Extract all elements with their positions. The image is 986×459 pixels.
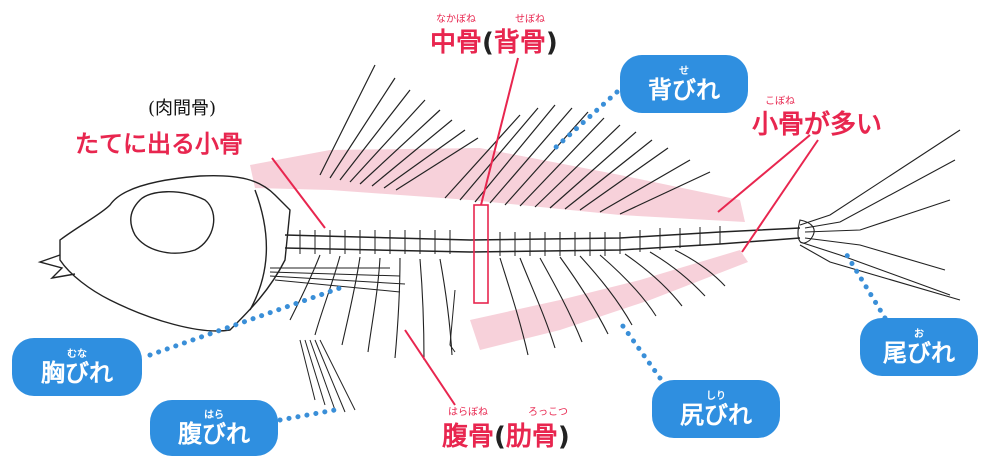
rokkotsu-text: 肋骨	[506, 422, 558, 452]
pectoral-fin-pill: むな 胸びれ	[12, 338, 142, 396]
pelvic-fin-pill: はら 腹びれ	[150, 400, 278, 456]
open-paren-2: (	[494, 422, 506, 452]
caudal-fin-pill: お 尾びれ	[860, 318, 978, 376]
rib-bones	[290, 250, 725, 360]
kobone-ooi-label: 小骨が多い	[752, 104, 882, 141]
open-paren: (	[482, 28, 494, 58]
harabone-label: 腹骨(肋骨)	[442, 416, 570, 453]
close-paren-2: )	[558, 422, 570, 452]
pelvic-fin-ruby: はら	[204, 410, 224, 421]
pectoral-fin-ruby: むな	[67, 349, 87, 360]
pectoral-pelvic-fins	[270, 268, 455, 412]
caudal-fin-text: 尾びれ	[883, 340, 955, 366]
tail	[798, 130, 960, 300]
nikukankotsu-note: (肉間骨)	[148, 94, 216, 120]
sebone-text: 背骨	[494, 28, 546, 58]
anal-fin-pill: しり 尻びれ	[652, 380, 780, 438]
anal-fin-text: 尻びれ	[680, 402, 752, 428]
nakabone-label: 中骨(背骨)	[430, 22, 558, 59]
dorsal-fin-ruby: せ	[679, 66, 689, 77]
lower-pin-bone-band	[470, 250, 748, 350]
dorsal-fin-pill: せ 背びれ	[620, 55, 748, 113]
pelvic-fin-text: 腹びれ	[178, 421, 250, 447]
pointer-lines-blue	[150, 92, 885, 420]
anal-fin-ruby: しり	[706, 391, 726, 402]
upper-pin-bone-band	[250, 148, 745, 222]
nakabone-text: 中骨	[430, 28, 482, 58]
caudal-fin-ruby: お	[914, 329, 924, 340]
pectoral-fin-text: 胸びれ	[41, 360, 113, 386]
fish-head	[40, 176, 290, 331]
harabone-text: 腹骨	[442, 422, 494, 452]
tate-kobone-label: たてに出る小骨	[75, 124, 243, 159]
dorsal-fin-text: 背びれ	[648, 77, 720, 103]
close-paren: )	[546, 28, 558, 58]
